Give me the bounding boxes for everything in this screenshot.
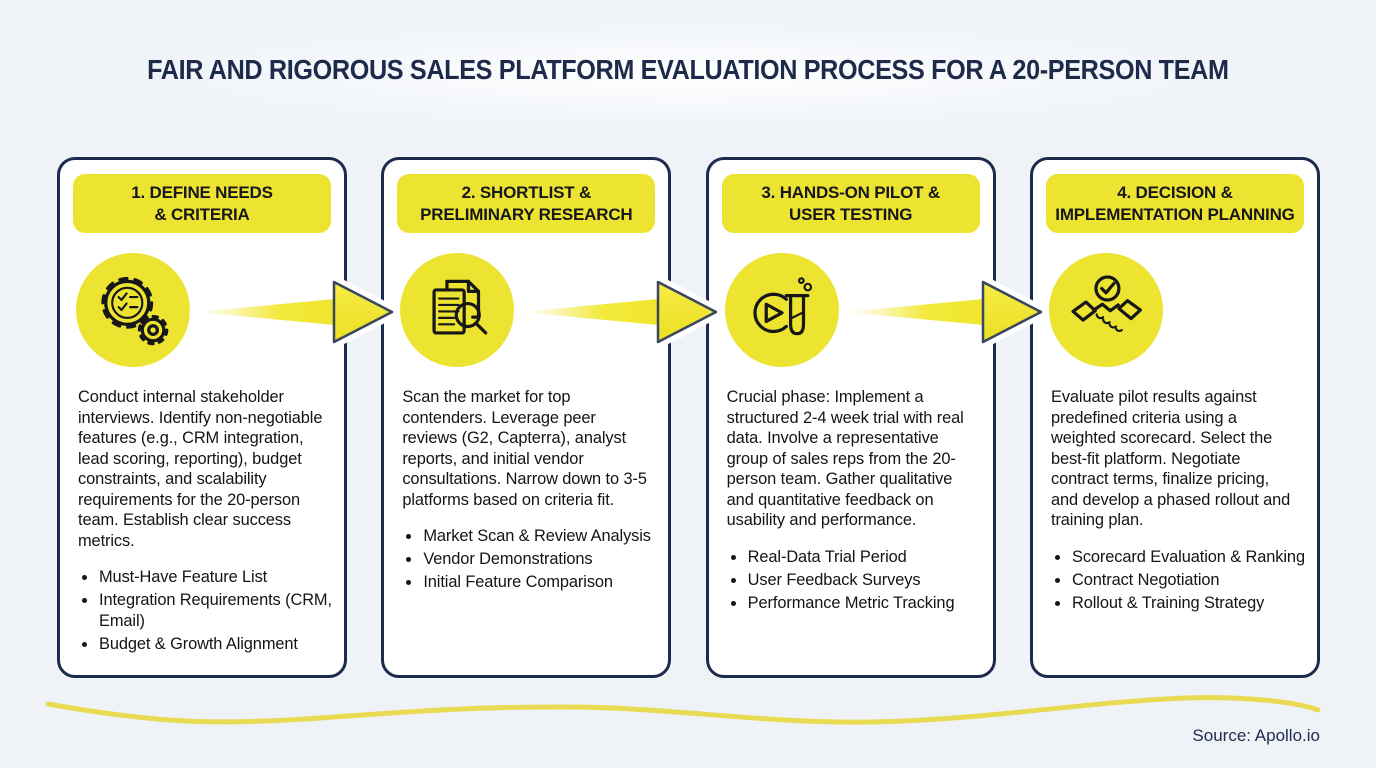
step-card-decision-planning: 4. DECISION & IMPLEMENTATION PLANNING Ev… (1029, 157, 1320, 678)
bullet-item: User Feedback Surveys (747, 570, 983, 591)
step-1-header-banner: 1. DEFINE NEEDS & CRITERIA (73, 174, 331, 233)
bullet-item: Market Scan & Review Analysis (422, 526, 658, 547)
bullet-item: Scorecard Evaluation & Ranking (1071, 547, 1307, 568)
bullet-item: Rollout & Training Strategy (1071, 593, 1307, 614)
step-3-description: Crucial phase: Implement a structured 2-… (726, 388, 964, 529)
flow-arrow-step3-to-step4 (838, 275, 1048, 349)
document-search-icon (432, 279, 488, 335)
bullet-item: Contract Negotiation (1071, 570, 1307, 591)
step-card-define-needs: 1. DEFINE NEEDS & CRITERIA Conduct in (57, 157, 347, 678)
step-card-pilot-testing: 3. HANDS-ON PILOT & USER TESTING Crucial… (705, 157, 996, 678)
pilot-test-icon (753, 277, 812, 336)
bullet-item: Integration Requirements (CRM, Email) (98, 590, 334, 632)
step-3-bullet-list: Real-Data Trial Period User Feedback Sur… (731, 547, 983, 614)
step-3-icon-circle (724, 253, 839, 367)
step-4-header-banner: 4. DECISION & IMPLEMENTATION PLANNING (1045, 174, 1304, 233)
step-2-header-line1: 2. SHORTLIST & (461, 182, 592, 202)
step-1-header-line2: & CRITERIA (154, 204, 250, 224)
step-4-header-line1: 4. DECISION & (1117, 182, 1233, 202)
step-3-header-line1: 3. HANDS-ON PILOT & (761, 182, 940, 202)
step-card-shortlist-research: 2. SHORTLIST & PRELIMINARY RESEARCH S (381, 157, 672, 678)
step-2-icon-circle (400, 253, 515, 367)
page-title: FAIR AND RIGOROUS SALES PLATFORM EVALUAT… (0, 54, 1376, 86)
step-2-header-banner: 2. SHORTLIST & PRELIMINARY RESEARCH (397, 174, 656, 233)
bullet-item: Initial Feature Comparison (422, 572, 658, 593)
bullet-item: Real-Data Trial Period (747, 547, 983, 568)
bullet-item: Vendor Demonstrations (422, 549, 658, 570)
step-3-header-banner: 3. HANDS-ON PILOT & USER TESTING (721, 174, 980, 233)
step-1-description: Conduct internal stakeholder interviews.… (78, 388, 323, 550)
bullet-item: Budget & Growth Alignment (98, 634, 334, 655)
process-steps-row: 1. DEFINE NEEDS & CRITERIA Conduct in (57, 157, 1320, 678)
bullet-item: Must-Have Feature List (98, 567, 334, 588)
step-2-description: Scan the market for top contenders. Leve… (402, 388, 647, 509)
step-4-icon-circle (1048, 253, 1163, 367)
step-4-description: Evaluate pilot results against predefine… (1050, 388, 1291, 529)
source-attribution: Source: Apollo.io (1192, 726, 1320, 745)
step-1-bullet-list: Must-Have Feature List Integration Requi… (82, 567, 334, 655)
step-4-header-line2: IMPLEMENTATION PLANNING (1055, 204, 1295, 224)
step-2-header-line2: PRELIMINARY RESEARCH (420, 204, 633, 224)
step-2-bullet-list: Market Scan & Review Analysis Vendor Dem… (406, 526, 658, 593)
step-1-icon-circle (76, 253, 190, 367)
step-1-header-line1: 1. DEFINE NEEDS (131, 182, 273, 202)
flow-arrow-step2-to-step3 (513, 275, 723, 349)
step-4-bullet-list: Scorecard Evaluation & Ranking Contract … (1055, 547, 1307, 614)
page-title-text: FAIR AND RIGOROUS SALES PLATFORM EVALUAT… (147, 54, 1229, 85)
bullet-item: Performance Metric Tracking (747, 593, 983, 614)
flow-arrow-step1-to-step2 (189, 275, 399, 349)
gear-checklist-icon (101, 276, 169, 346)
handshake-check-icon (1071, 275, 1142, 333)
step-3-header-line2: USER TESTING (789, 204, 913, 224)
